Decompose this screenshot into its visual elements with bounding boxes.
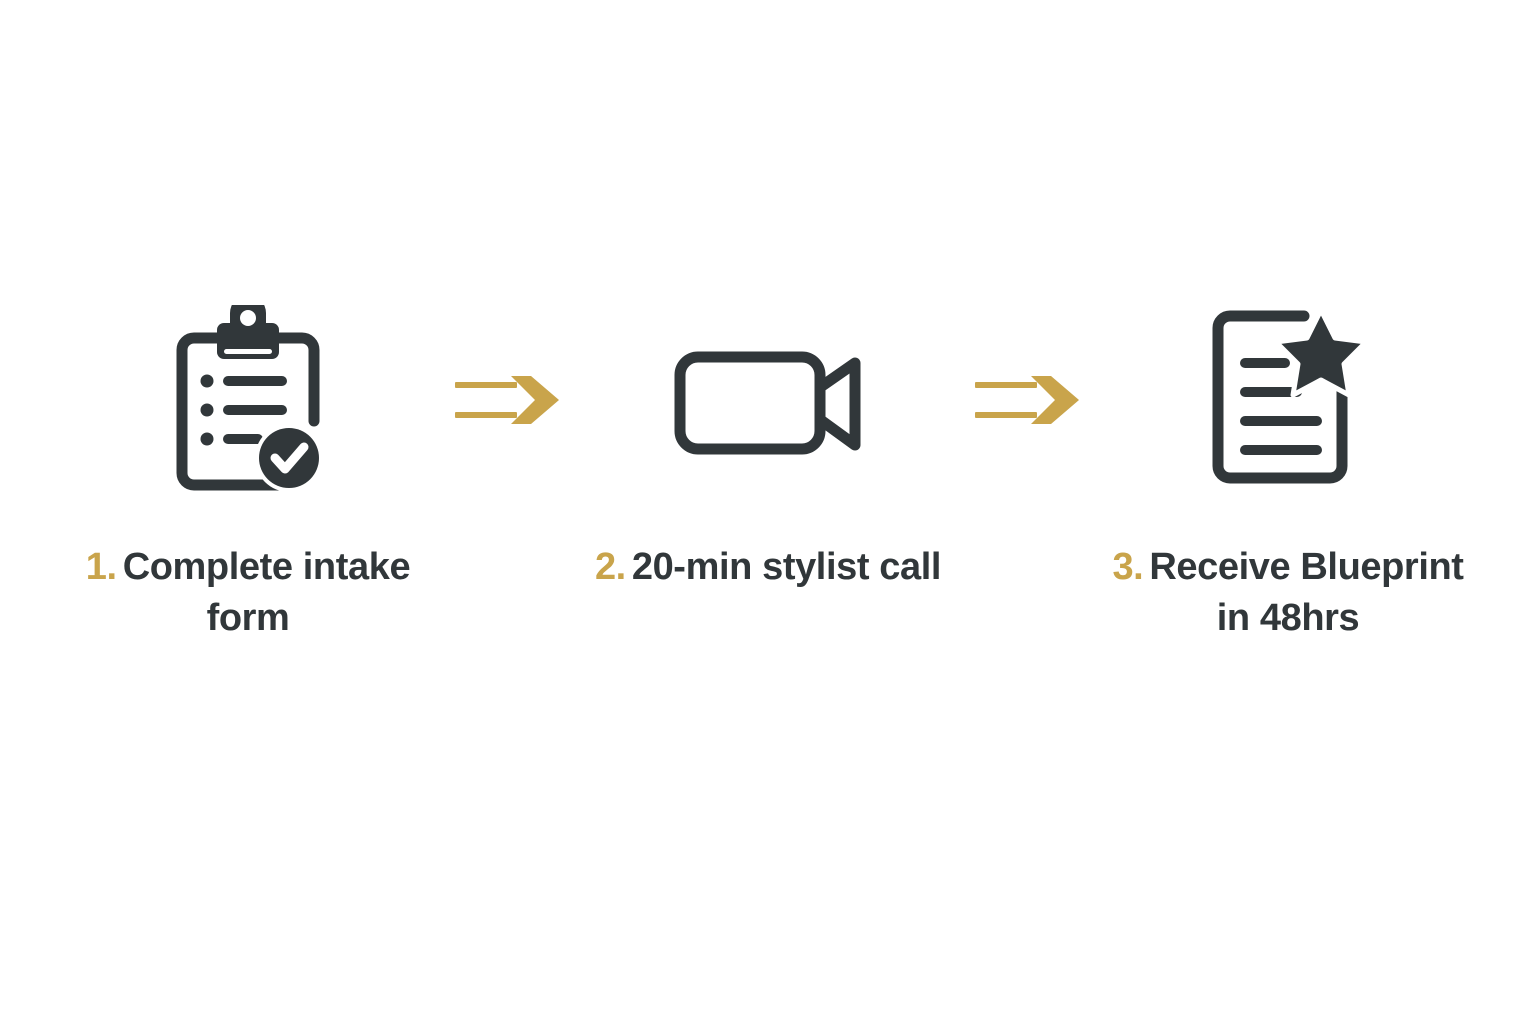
step-1: 1.Complete intake form [53,300,443,645]
connector-1-slot [443,300,573,500]
step-3-text: Receive Blueprint in 48hrs [1149,546,1464,640]
step-3-icon-slot [1208,300,1368,500]
document-star-icon [1212,307,1368,483]
step-2-label: 2.20-min stylist call [594,542,942,593]
step-3: 3.Receive Blueprint in 48hrs [1093,300,1483,645]
step-2-number: 2. [594,546,626,588]
step-2-icon-slot [673,300,863,500]
step-1-icon-slot [168,300,328,500]
connector-2-slot [963,300,1093,500]
steps-row: 1.Complete intake form 2.20-min stylist … [0,300,1536,645]
video-camera-icon [674,351,861,455]
clipboard-check-icon [176,305,323,492]
step-1-number: 1. [85,546,117,588]
arrow-right-icon [455,376,559,424]
step-1-text: Complete intake form [122,546,411,640]
step-2-text: 20-min stylist call [631,546,942,588]
step-1-label: 1.Complete intake form [63,542,433,645]
step-2: 2.20-min stylist call [573,300,963,593]
arrow-right-icon [975,376,1079,424]
step-3-number: 3. [1112,546,1144,588]
step-3-label: 3.Receive Blueprint in 48hrs [1103,542,1473,645]
